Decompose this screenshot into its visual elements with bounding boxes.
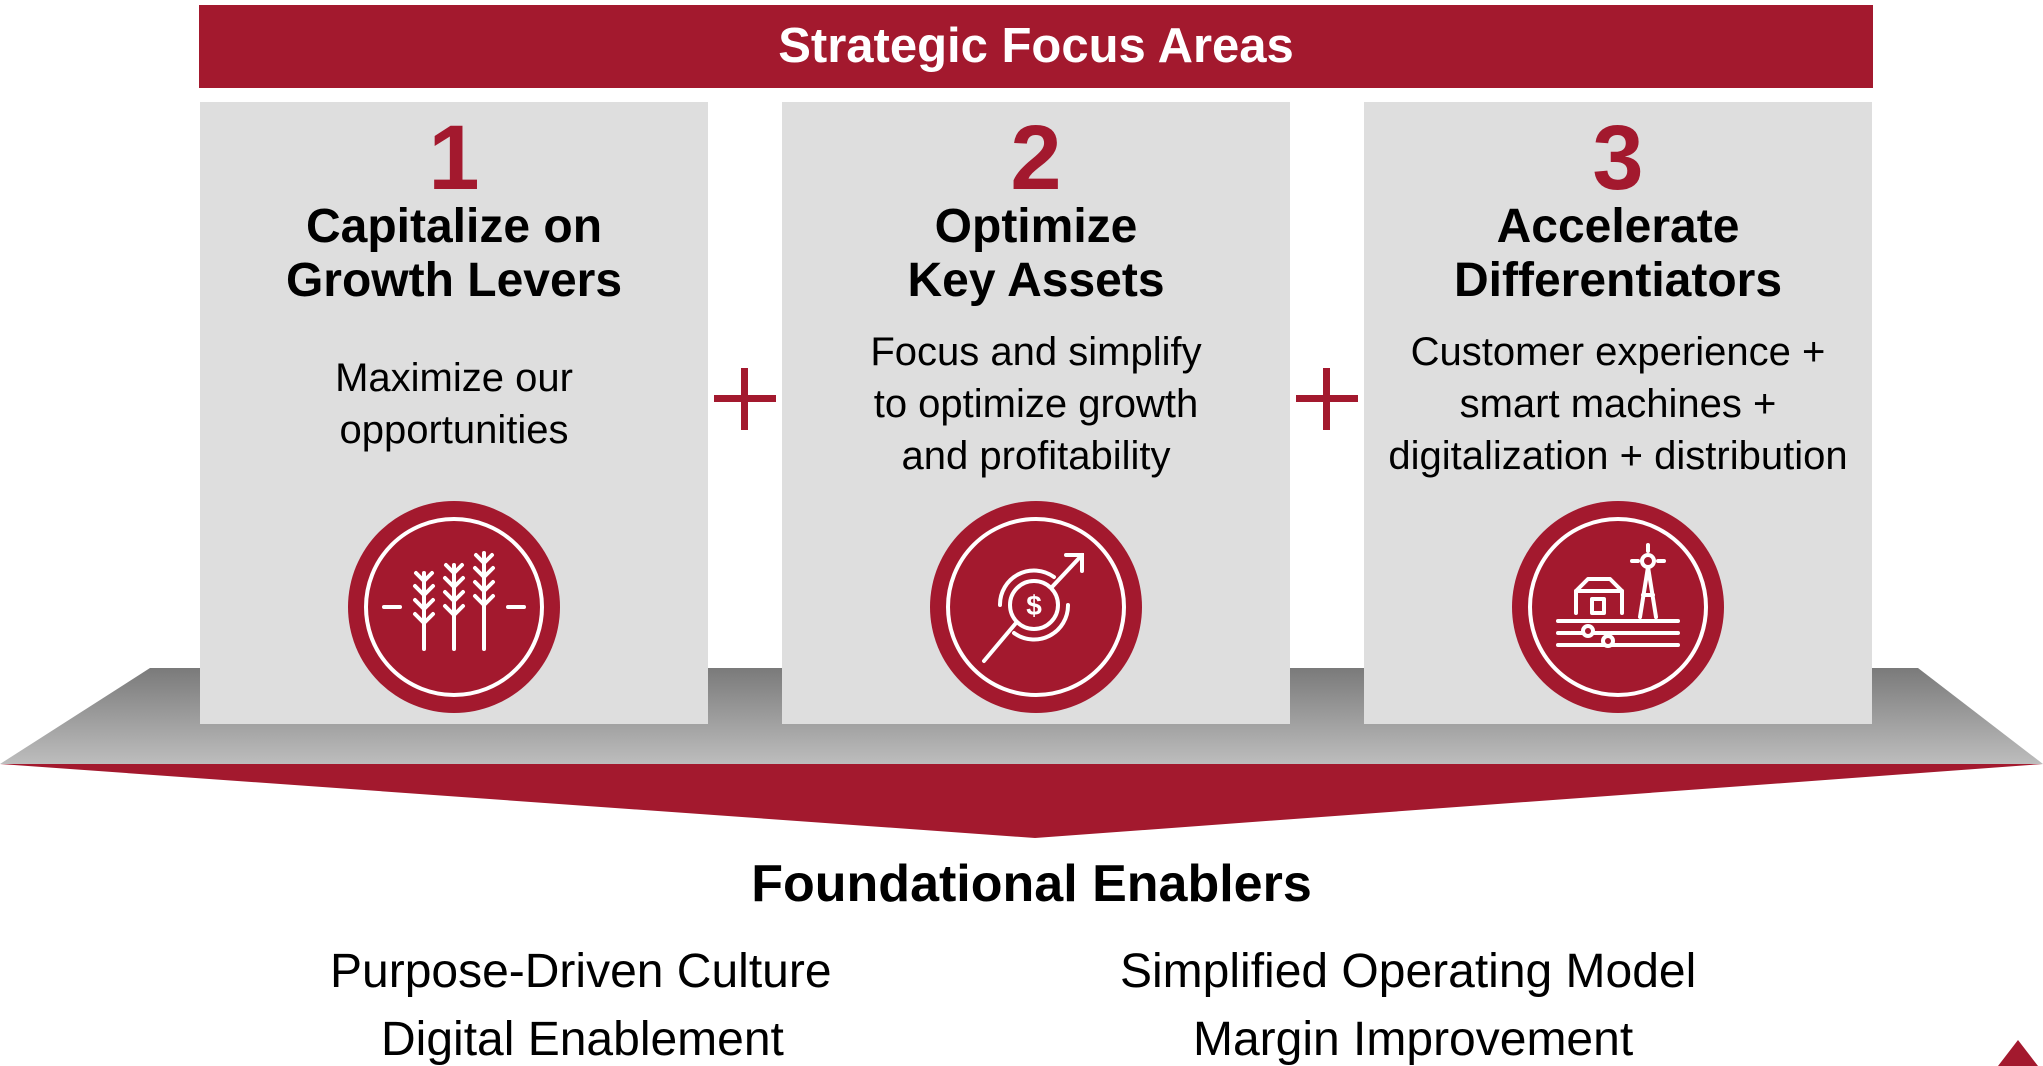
dollar-growth-icon: $ — [930, 501, 1142, 713]
card-title: Capitalize on Growth Levers — [200, 200, 708, 308]
focus-card-1: 1 Capitalize on Growth Levers Maximize o… — [200, 102, 708, 724]
card-number: 3 — [1592, 107, 1644, 209]
svg-text:$: $ — [1026, 590, 1042, 621]
card-description: Customer experience + smart machines + d… — [1364, 326, 1872, 482]
farm-icon — [1512, 501, 1724, 713]
card-description-line: Customer experience + — [1410, 330, 1826, 374]
plus-icon — [1296, 368, 1358, 430]
banner-title: Strategic Focus Areas — [778, 19, 1294, 73]
card-description-line: to optimize growth — [873, 382, 1199, 426]
card-description-line: digitalization + distribution — [1388, 434, 1848, 478]
enabler-item: Simplified Operating Model — [1120, 945, 1697, 998]
plus-icon — [714, 368, 776, 430]
focus-card-3: 3 Accelerate Differentiators Customer ex… — [1364, 102, 1872, 724]
card-title-line: Accelerate — [1496, 200, 1740, 253]
wheat-icon — [348, 501, 560, 713]
card-title-line: Growth Levers — [285, 254, 623, 307]
enablers-title: Foundational Enablers — [751, 855, 1312, 913]
enabler-item: Digital Enablement — [381, 1013, 784, 1066]
card-title-line: Capitalize on — [305, 200, 603, 253]
card-number: 2 — [1010, 107, 1062, 209]
card-description-line: Maximize our — [335, 356, 573, 400]
card-description-line: smart machines + — [1459, 382, 1777, 426]
strategic-focus-banner: Strategic Focus Areas — [199, 5, 1873, 88]
focus-card-2: 2 Optimize Key Assets Focus and simplify… — [782, 102, 1290, 724]
card-description-line: and profitability — [901, 434, 1171, 478]
corner-triangle-icon — [1998, 1040, 2038, 1066]
card-description: Maximize our opportunities — [200, 352, 708, 456]
enabler-item: Purpose-Driven Culture — [330, 945, 832, 998]
card-number: 1 — [428, 107, 480, 209]
enabler-item: Margin Improvement — [1193, 1013, 1634, 1066]
card-description-line: Focus and simplify — [870, 330, 1202, 374]
card-description-line: opportunities — [339, 408, 569, 452]
card-title-line: Key Assets — [907, 254, 1165, 307]
card-title-line: Differentiators — [1453, 254, 1783, 307]
card-title: Accelerate Differentiators — [1364, 200, 1872, 308]
card-title-line: Optimize — [934, 200, 1138, 253]
card-title: Optimize Key Assets — [782, 200, 1290, 308]
card-description: Focus and simplify to optimize growth an… — [782, 326, 1290, 482]
